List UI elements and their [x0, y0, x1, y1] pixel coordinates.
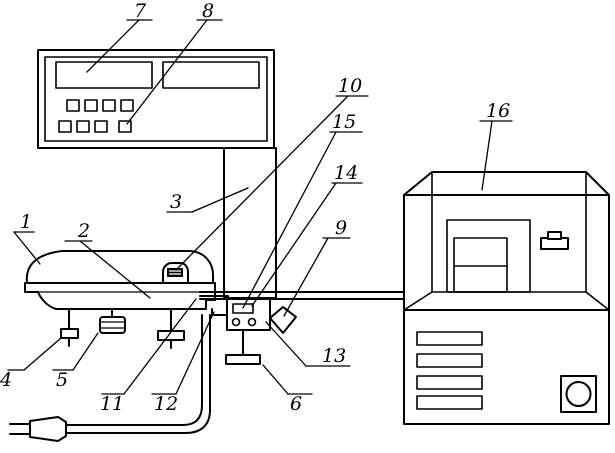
sensor-side-element: [269, 306, 297, 334]
label-10: 10: [338, 75, 362, 97]
display-front-panel: [44, 56, 268, 142]
display-window-left: [55, 61, 153, 89]
foot-middle-roller: [99, 308, 126, 334]
keypad-upper-row: [66, 99, 134, 112]
base-unit: [24, 250, 229, 349]
inner-box: [453, 237, 508, 293]
label-13: 13: [322, 345, 346, 367]
label-16: 16: [486, 100, 510, 122]
sensor-block: [225, 298, 297, 365]
label-2: 2: [77, 220, 90, 242]
power-cable: [9, 314, 211, 442]
label-1: 1: [20, 211, 32, 233]
shelf-device: [540, 231, 569, 250]
display-unit: [37, 49, 275, 149]
label-3: 3: [170, 191, 182, 213]
callout-labels: 7 8 10 15 14 9 16 3 1 2 4 5 11 12 6 13: [0, 0, 510, 415]
display-window-right: [162, 61, 260, 89]
key: [58, 120, 72, 133]
inner-chamber: [446, 219, 531, 293]
label-15: 15: [332, 111, 356, 133]
housing-top-bevel: [403, 171, 610, 196]
label-12: 12: [154, 393, 178, 415]
label-4: 4: [0, 369, 12, 391]
key: [66, 99, 80, 112]
housing-lower: [403, 309, 610, 425]
sensor-foot: [225, 354, 261, 365]
support-column: [223, 147, 277, 299]
key: [76, 120, 90, 133]
key: [94, 120, 108, 133]
label-7: 7: [134, 0, 147, 22]
right-apparatus: [403, 171, 610, 425]
key: [84, 99, 98, 112]
label-9: 9: [335, 217, 347, 239]
panel-slot-4: [416, 395, 483, 410]
panel-slot-1: [416, 331, 483, 346]
foot-left: [60, 308, 79, 347]
sensor-led-left: [231, 317, 241, 327]
panel-slot-3: [416, 375, 483, 390]
column-body: [223, 147, 277, 299]
keypad-lower-row: [58, 120, 132, 133]
display-housing: [37, 49, 275, 149]
key: [102, 99, 116, 112]
leader-lines: [7, 19, 513, 395]
label-6: 6: [290, 393, 302, 415]
label-8: 8: [202, 0, 214, 22]
sensor-led-right: [247, 317, 257, 327]
base-body: [24, 282, 216, 310]
sensor-window: [232, 303, 254, 314]
label-14: 14: [334, 162, 358, 184]
key: [118, 120, 132, 133]
key: [120, 99, 134, 112]
fan-housing: [560, 375, 597, 413]
label-11: 11: [100, 393, 124, 415]
fan-icon: [565, 381, 592, 407]
foot-right: [157, 308, 185, 349]
label-5: 5: [56, 369, 68, 391]
power-plug: [29, 416, 67, 442]
panel-slot-2: [416, 353, 483, 368]
top-knob: [162, 262, 189, 284]
